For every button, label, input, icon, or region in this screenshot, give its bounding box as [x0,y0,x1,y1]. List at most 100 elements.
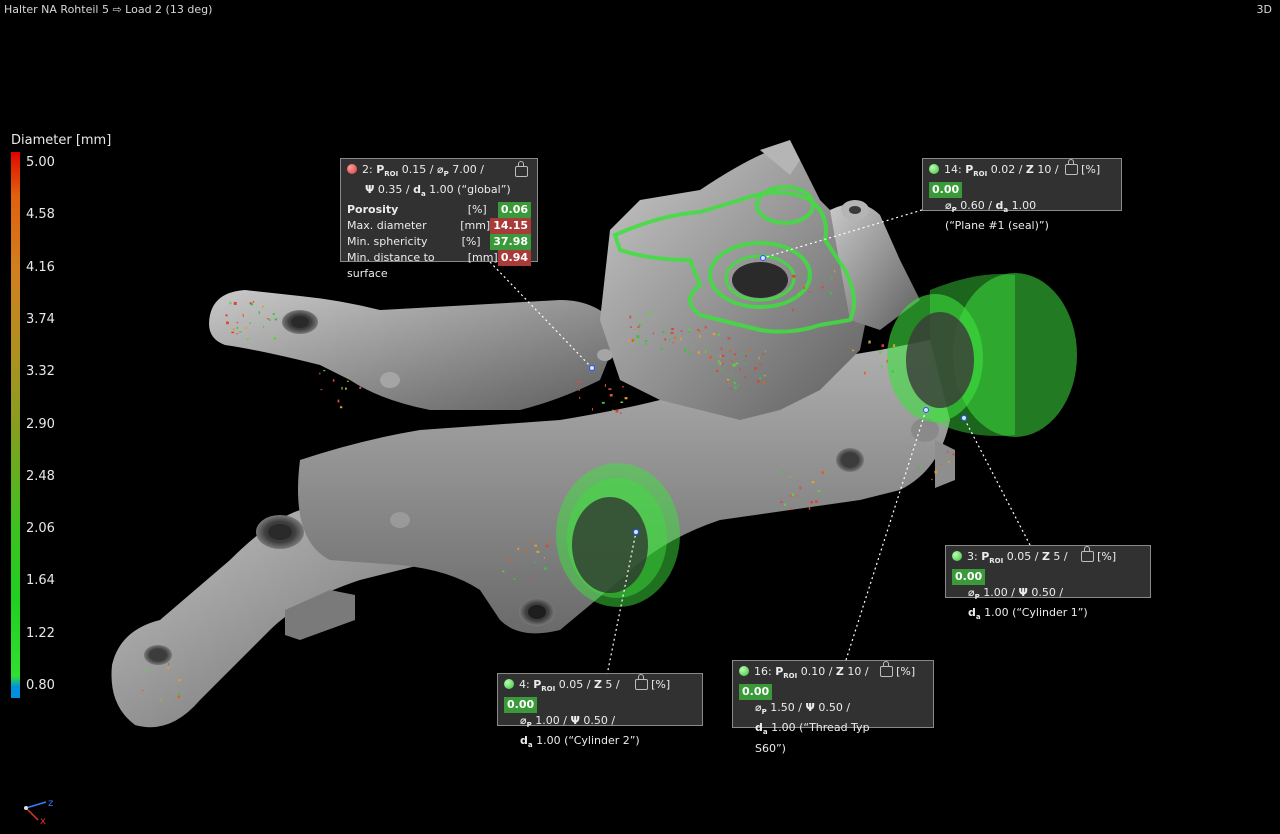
da-value: 1.00 (“Cylinder 2”) [536,734,640,748]
p-value: 0.10 / [800,665,833,678]
pore-mark [758,356,760,360]
pore-mark [796,494,798,497]
pore-mark [792,493,794,496]
result-value: 0.06 [497,202,531,219]
pore-mark [750,350,752,352]
pore-mark [517,547,520,550]
dia-sub: P [951,206,957,215]
pore-mark [636,335,640,338]
psi-value: 0.50 / [818,701,851,715]
pore-mark [608,388,612,390]
legend-tick: 2.90 [26,416,55,432]
pore-mark [699,335,701,338]
pore-mark [688,330,690,333]
p-label: P [376,163,385,176]
pore-mark [662,331,665,334]
callout-14[interactable]: 14: PROI 0.02 / Z 10 / [%] 0.00 ⌀P 0.60 … [922,158,1122,232]
pore-mark [732,363,736,367]
anchor-points [589,255,967,535]
pore-mark [226,321,229,325]
pore-mark [729,388,733,390]
axis-z-label: z [48,798,53,809]
pore-mark [917,466,919,469]
roi-seal-plane [612,185,856,334]
pore-mark [244,327,248,329]
dia-label: ⌀ [520,714,527,728]
pore-mark [730,374,732,377]
p-value: 0.02 / [990,163,1023,176]
psi-value: 0.35 / [377,183,410,197]
callout-4[interactable]: 4: PROI 0.05 / Z 5 / [%] 0.00 ⌀P 1.00 / … [497,673,703,750]
pore-mark [720,368,723,370]
port-opening [732,262,788,298]
lock-icon[interactable] [635,674,649,690]
dia-value: 1.50 / [770,701,802,715]
dia-value: 1.00 / [535,714,567,728]
pore-mark [947,451,949,453]
pore-mark [940,463,942,466]
pore-mark [763,374,766,377]
result-value: 0.00 [952,569,986,586]
dia-value: 7.00 / [452,163,484,176]
pore-mark [624,397,628,400]
pore-mark [806,274,809,277]
pore-mark [734,381,736,385]
pore-mark [178,679,181,682]
dia-sub: P [761,708,767,717]
callout-id: 14: [944,163,962,176]
pore-mark [526,548,528,552]
pore-mark [789,476,791,478]
pore-mark [233,302,237,305]
pore-mark [534,544,537,547]
pore-mark [722,363,724,365]
dia-sub: P [526,721,532,730]
p-label: P [965,163,974,176]
da-sub: a [762,728,768,737]
pore-mark [262,305,264,308]
pore-mark [674,336,676,339]
da-label: d [413,183,421,197]
callout-16[interactable]: 16: PROI 0.10 / Z 10 / [%] 0.00 ⌀P 1.50 … [732,660,934,755]
dia-value: 1.00 / [983,586,1015,600]
result-value: 14.15 [490,218,531,235]
callout-3[interactable]: 3: PROI 0.05 / Z 5 / [%] 0.00 ⌀P 1.00 / … [945,545,1151,622]
da-sub: a [975,613,981,622]
lock-icon[interactable] [1081,546,1095,562]
pore-mark [931,478,933,481]
pore-mark [320,389,323,391]
pore-mark [502,570,505,573]
pore-mark [629,315,632,319]
pore-mark [637,326,640,328]
callout-2[interactable]: 2: PROI 0.15 / ⌀P 7.00 / Ψ 0.35 / da 1.0… [340,158,538,280]
roi-cylinder-2 [556,463,680,607]
axis-triad-icon[interactable]: z x [16,796,66,826]
pore-mark [236,326,239,329]
pore-mark [719,364,721,367]
result-unit: [mm] [467,251,498,265]
pore-mark [347,380,349,382]
lock-icon[interactable] [515,161,528,177]
pore-mark [339,406,343,409]
legend-tick: 3.32 [26,364,55,380]
psi-label: Ψ [1018,586,1028,600]
pore-mark [579,396,581,399]
legend-colorbar [11,152,20,698]
pore-mark [229,301,232,305]
pore-mark [697,351,700,354]
p-value: 0.15 / [401,163,434,176]
pore-mark [249,302,252,305]
pore-mark [142,690,144,692]
pore-mark [250,303,254,306]
lock-icon[interactable] [880,661,894,677]
pore-mark [536,550,540,553]
pore-mark [680,330,683,333]
lock-icon[interactable] [1065,159,1079,175]
z-label: Z [835,665,844,678]
dia-sub: P [974,593,980,602]
pore-mark [834,270,836,273]
legend-tick: 5.00 [26,155,55,170]
p-sub: ROI [989,557,1004,566]
psi-value: 0.50 / [1031,586,1064,600]
